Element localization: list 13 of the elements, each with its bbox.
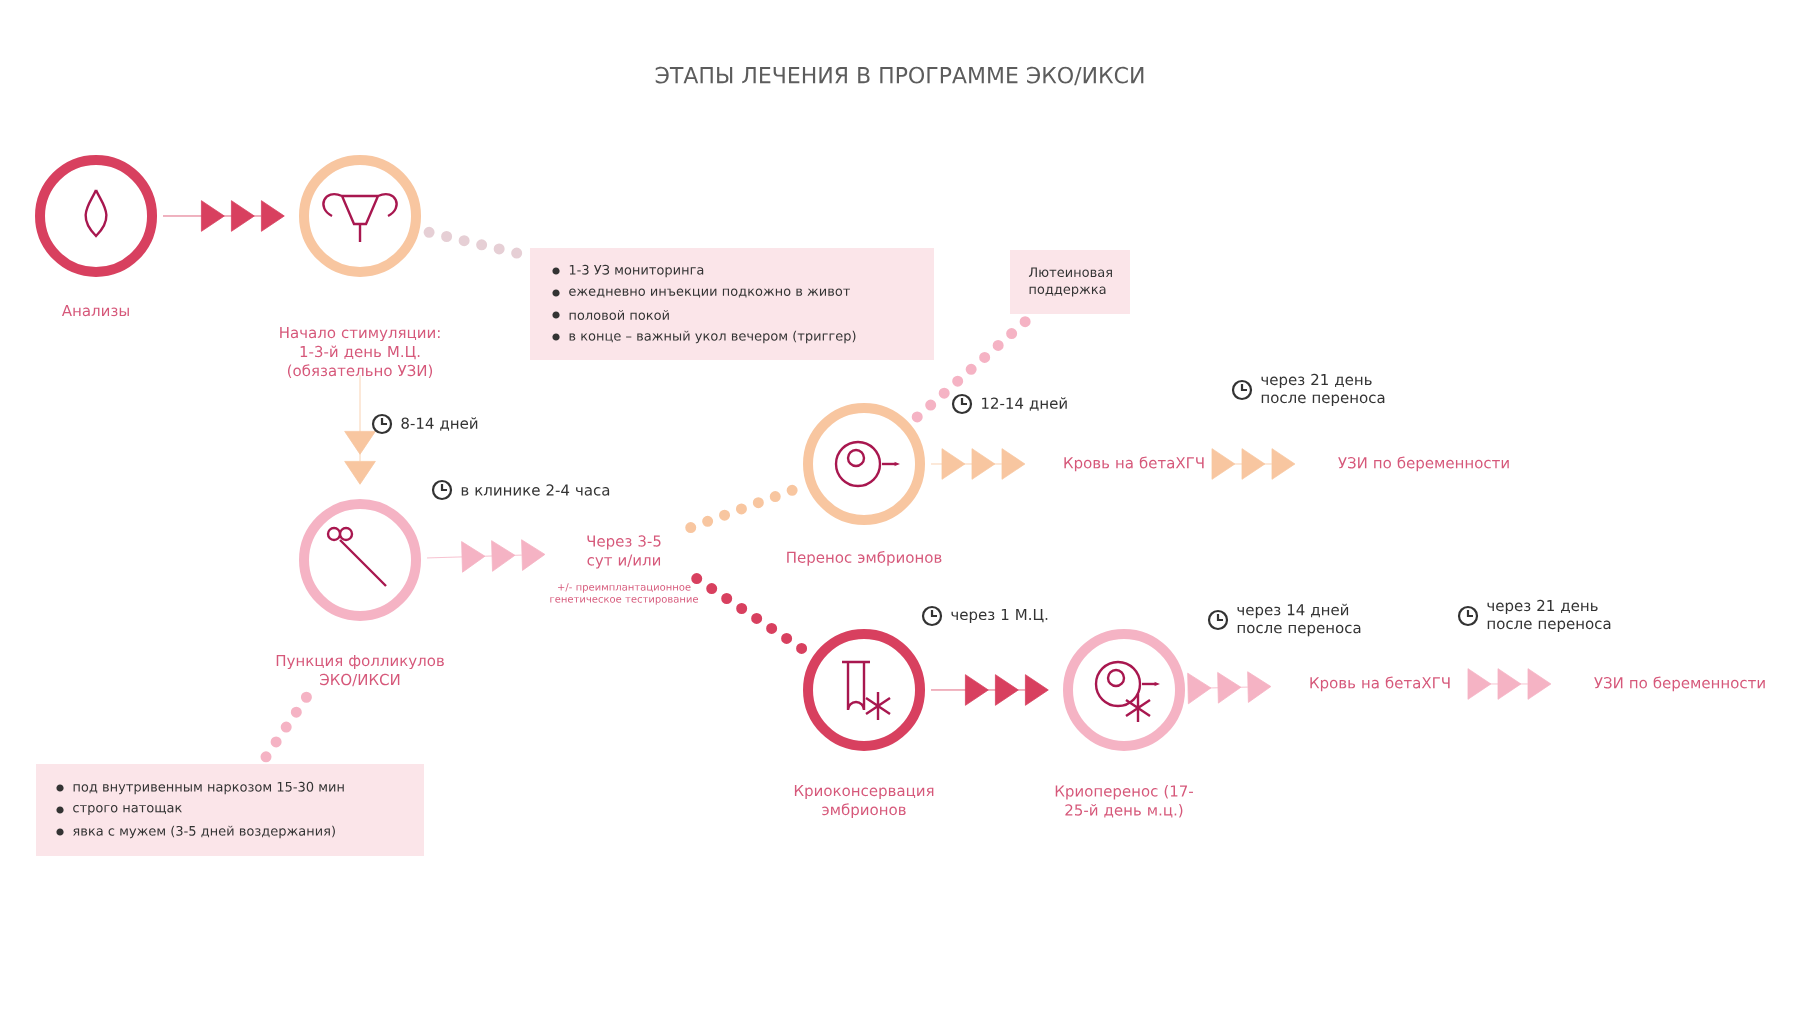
dotted-connector xyxy=(423,226,528,260)
chevron-arrow xyxy=(1467,668,1552,700)
chevron-arrow xyxy=(1211,448,1296,480)
dotted-connector xyxy=(260,691,312,763)
chevron-arrow xyxy=(426,539,546,573)
chevron-arrow xyxy=(930,674,1049,706)
dotted-connector xyxy=(691,573,813,658)
title: ЭТАПЫ ЛЕЧЕНИЯ В ПРОГРАММЕ ЭКО/ИКСИ xyxy=(655,66,1144,86)
chevron-arrow xyxy=(930,448,1026,480)
dotted-connector xyxy=(911,314,1033,423)
chevron-arrow xyxy=(1187,671,1272,705)
chevron-arrow xyxy=(162,200,285,232)
chevron-arrow xyxy=(344,374,376,485)
